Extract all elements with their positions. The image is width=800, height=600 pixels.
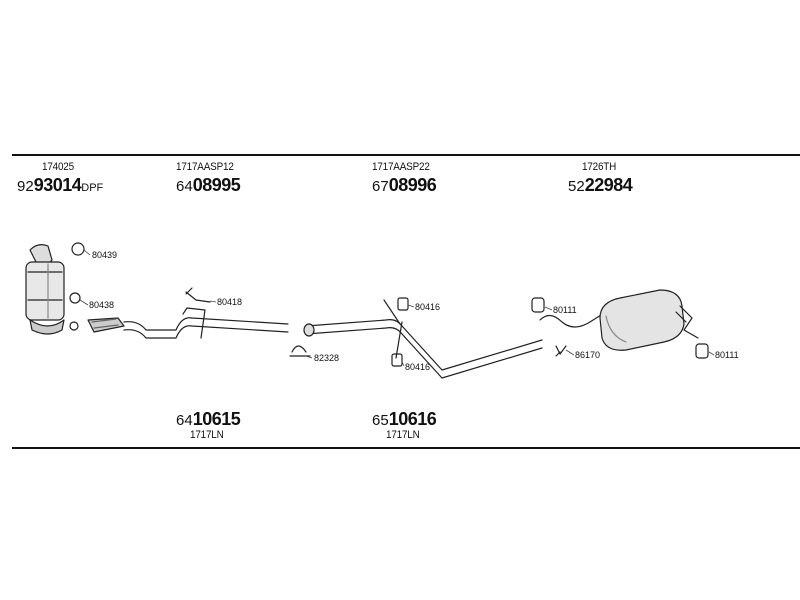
part-prefix: 64: [176, 412, 193, 429]
accessory-label: 80111: [715, 350, 739, 360]
u-clamp-icon: [289, 345, 311, 357]
part-suffix: DPF: [81, 182, 104, 194]
part-number: 6708996: [372, 175, 437, 195]
accessory-label: 80416: [405, 362, 430, 372]
dpf-canister-icon: [25, 244, 65, 335]
front-pipe-icon: [87, 307, 289, 339]
part-oem-label: 1717LN: [386, 429, 420, 441]
accessory-label: 80439: [92, 250, 117, 260]
accessory-label: 80111: [553, 305, 577, 315]
part-prefix: 67: [372, 178, 389, 195]
part-number: 6510616: [372, 409, 437, 429]
bottom-divider: [12, 447, 800, 449]
part-number: 6410615: [176, 409, 241, 429]
clamp-icon: [69, 292, 81, 304]
accessory-label: 82328: [314, 353, 339, 363]
part-number-dpf: 9293014DPF: [17, 176, 103, 194]
part-number: 5222984: [568, 175, 633, 195]
rubber-mount-icon: [695, 343, 709, 359]
rubber-mount-icon: [391, 353, 403, 367]
part-prefix: 65: [372, 412, 389, 429]
top-divider: [12, 154, 800, 156]
part-prefix: 64: [176, 178, 193, 195]
clamp-icon: [69, 321, 79, 331]
part-oem-label: 1726TH: [582, 161, 617, 173]
accessory-label: 86170: [575, 350, 600, 360]
part-prefix: 92: [17, 178, 34, 195]
accessory-label: 80438: [89, 300, 114, 310]
rear-muffler-icon: [539, 289, 699, 351]
rubber-mount-icon: [397, 297, 409, 311]
part-oem-label: 174025: [42, 161, 74, 173]
part-main-number: 08995: [192, 175, 241, 195]
part-number: 6408995: [176, 175, 241, 195]
part-prefix: 52: [568, 178, 585, 195]
rubber-mount-icon: [531, 297, 545, 313]
part-oem-label: 1717AASP12: [176, 161, 234, 173]
part-oem-label: 1717LN: [190, 429, 224, 441]
accessory-label: 80418: [217, 297, 242, 307]
part-main-number: 10615: [192, 409, 241, 429]
middle-pipe-icon: [303, 299, 543, 379]
hanger-icon: [555, 345, 567, 357]
part-main-number: 22984: [584, 175, 633, 195]
part-main-number: 10616: [388, 409, 437, 429]
bracket-icon: [185, 287, 211, 303]
part-main-number: 93014: [33, 175, 82, 195]
part-oem-label: 1717AASP22: [372, 161, 430, 173]
part-main-number: 08996: [388, 175, 437, 195]
clamp-icon: [71, 242, 85, 256]
accessory-label: 80416: [415, 302, 440, 312]
